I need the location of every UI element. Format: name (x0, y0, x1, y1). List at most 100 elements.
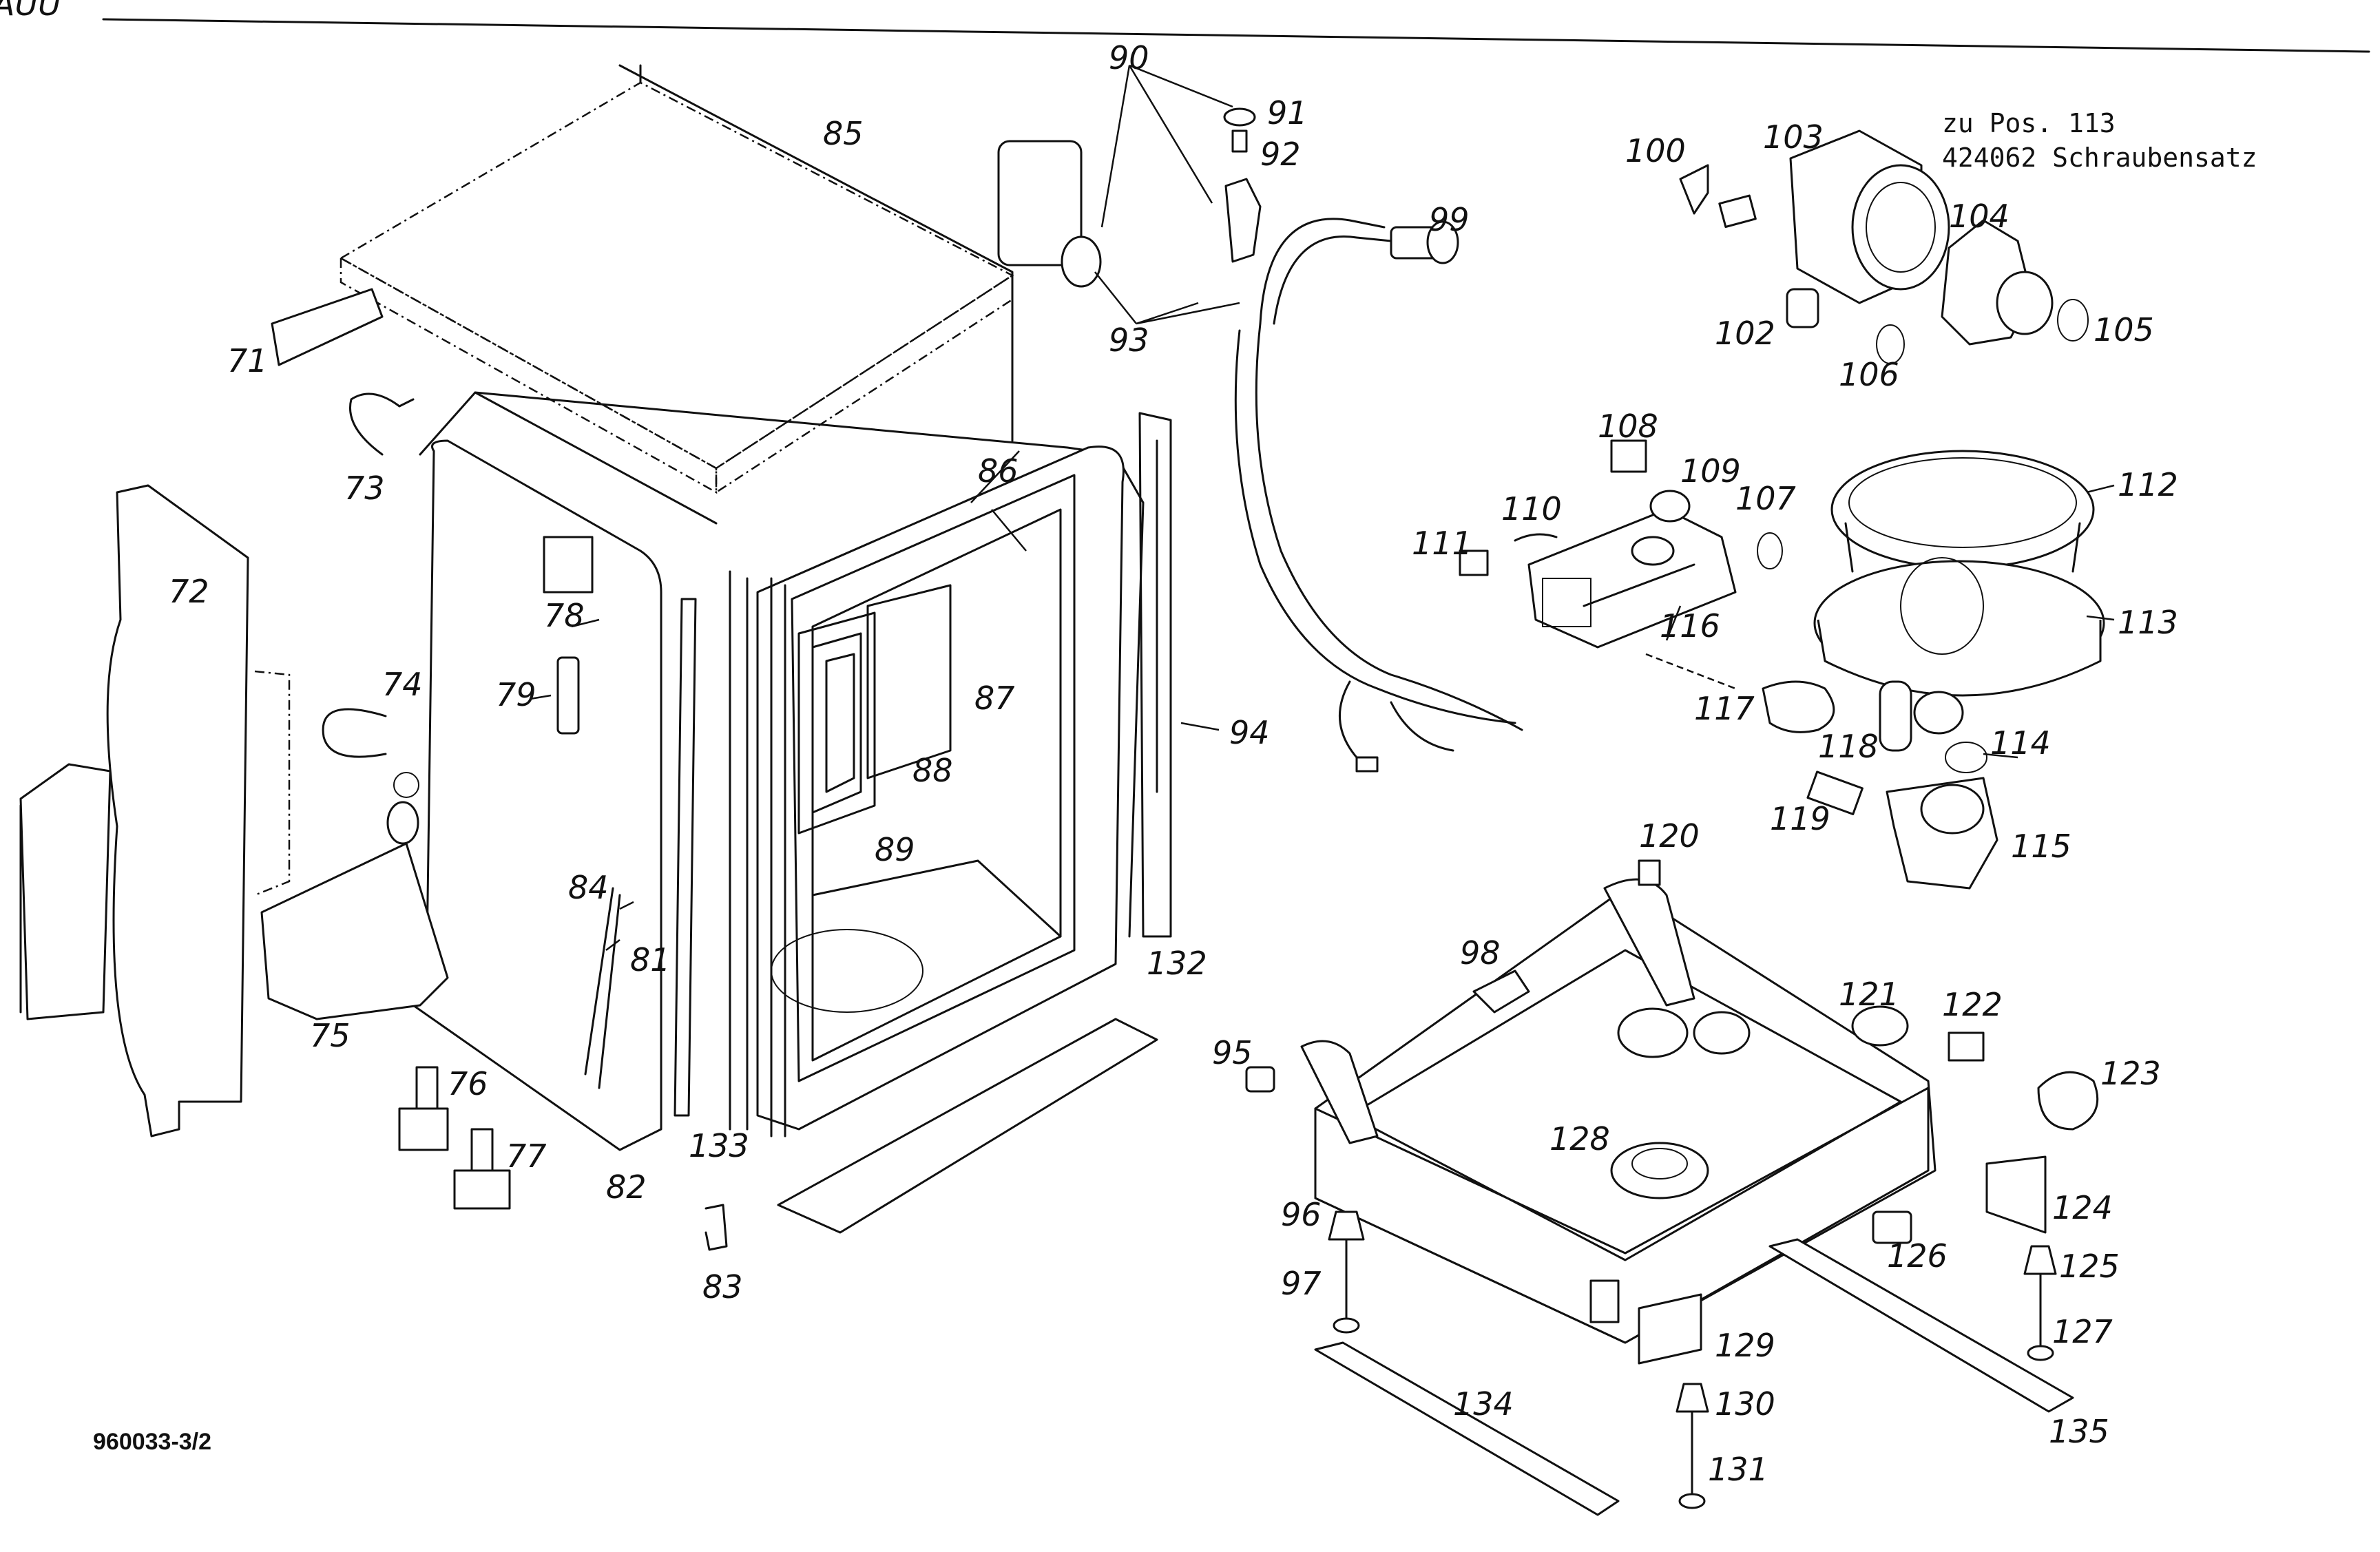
label-132: 132 (1147, 945, 1207, 982)
hose-74 (322, 708, 387, 758)
cabinet-body (410, 391, 1145, 1151)
label-122: 122 (1942, 986, 2003, 1023)
label-127: 127 (2052, 1313, 2113, 1350)
label-114: 114 (1990, 724, 2051, 762)
label-121: 121 (1839, 976, 1899, 1013)
seal-132 (1138, 412, 1172, 938)
label-72: 72 (169, 573, 209, 610)
label-119: 119 (1770, 800, 1830, 837)
label-112: 112 (2118, 466, 2178, 503)
label-105: 105 (2094, 311, 2154, 348)
header-fragment: AUU (0, 0, 61, 23)
seal-94 (1156, 439, 1172, 800)
label-83: 83 (702, 1268, 743, 1305)
bracket-75 (260, 842, 449, 1020)
clip-83 (704, 1204, 728, 1251)
label-88: 88 (912, 752, 953, 789)
rail-135 (1768, 1238, 2074, 1413)
label-102: 102 (1715, 315, 1775, 352)
connector-99 (1390, 220, 1459, 264)
label-117: 117 (1694, 690, 1755, 727)
label-71: 71 (227, 342, 268, 379)
hose-bundle (1234, 329, 1516, 724)
note-line-2: 424062 Schraubensatz (1942, 143, 2257, 173)
part-labels: 71 72 73 74 75 76 77 78 79 81 82 83 84 8… (169, 39, 2178, 1488)
side-panel-72 (19, 484, 291, 1137)
label-104: 104 (1949, 198, 2010, 235)
hose-73 (349, 392, 415, 456)
label-103: 103 (1763, 118, 1824, 156)
sump-group (1459, 439, 2105, 773)
label-96: 96 (1281, 1196, 1322, 1233)
label-82: 82 (606, 1168, 647, 1206)
label-98: 98 (1460, 934, 1501, 972)
label-123: 123 (2100, 1055, 2161, 1092)
bracket-71 (271, 288, 384, 366)
label-74: 74 (382, 666, 423, 703)
label-76: 76 (448, 1065, 488, 1102)
label-77: 77 (506, 1137, 547, 1175)
pump-housing-group (1679, 129, 2089, 364)
worktop-part (339, 64, 1014, 494)
rail-134 (1314, 1341, 1620, 1516)
header-rule (102, 18, 2370, 53)
label-81: 81 (630, 941, 671, 978)
label-100: 100 (1625, 132, 1686, 169)
bracket-129 (1638, 1293, 1702, 1365)
part-124 (1985, 1155, 2047, 1234)
label-128: 128 (1549, 1120, 1610, 1157)
label-113: 113 (2118, 604, 2178, 641)
label-84: 84 (568, 869, 609, 906)
rod-82 (584, 887, 621, 1089)
label-89: 89 (875, 831, 915, 868)
label-94: 94 (1229, 714, 1270, 751)
foot-96-97 (1328, 1210, 1365, 1334)
kick-plate (777, 1018, 1158, 1234)
label-109: 109 (1680, 452, 1741, 490)
part-120 (1638, 859, 1661, 886)
part-122 (1948, 1031, 1985, 1062)
pump-115 (1806, 770, 1998, 890)
label-110: 110 (1501, 490, 1562, 527)
label-87: 87 (974, 680, 1015, 717)
label-79: 79 (496, 676, 536, 713)
label-118: 118 (1818, 728, 1879, 765)
label-99: 99 (1429, 201, 1470, 238)
label-108: 108 (1598, 408, 1658, 445)
label-120: 120 (1639, 817, 1700, 854)
label-90: 90 (1109, 39, 1149, 76)
leader-lines (530, 450, 2115, 951)
foot-130-131 (1676, 1383, 1709, 1509)
drawing-code: 960033-3/2 (93, 1429, 211, 1455)
base-tray-128 (1300, 878, 1937, 1344)
label-86: 86 (978, 452, 1019, 490)
label-95: 95 (1212, 1034, 1253, 1071)
label-130: 130 (1715, 1385, 1775, 1423)
valve-76 (398, 1066, 449, 1151)
label-92: 92 (1260, 136, 1301, 173)
label-126: 126 (1887, 1237, 1948, 1275)
foot-125-127 (2023, 1245, 2057, 1361)
note-line-1: zu Pos. 113 (1942, 108, 2116, 138)
label-134: 134 (1453, 1385, 1514, 1423)
part-95 (1245, 1066, 1275, 1093)
label-107: 107 (1735, 480, 1796, 517)
label-111: 111 (1412, 525, 1472, 562)
label-78: 78 (544, 597, 585, 634)
label-135: 135 (2049, 1413, 2109, 1450)
water-inlet-group (997, 64, 1262, 325)
part-98 (1472, 969, 1530, 1014)
label-133: 133 (689, 1127, 749, 1164)
label-91: 91 (1267, 94, 1308, 132)
label-93: 93 (1109, 322, 1149, 359)
valve-77 (453, 1128, 511, 1210)
label-75: 75 (310, 1017, 351, 1054)
part-126 (1872, 1210, 1912, 1244)
label-73: 73 (344, 470, 385, 507)
label-129: 129 (1715, 1327, 1775, 1364)
label-131: 131 (1708, 1451, 1768, 1488)
label-115: 115 (2011, 828, 2071, 865)
part-121 (1851, 1005, 1909, 1047)
